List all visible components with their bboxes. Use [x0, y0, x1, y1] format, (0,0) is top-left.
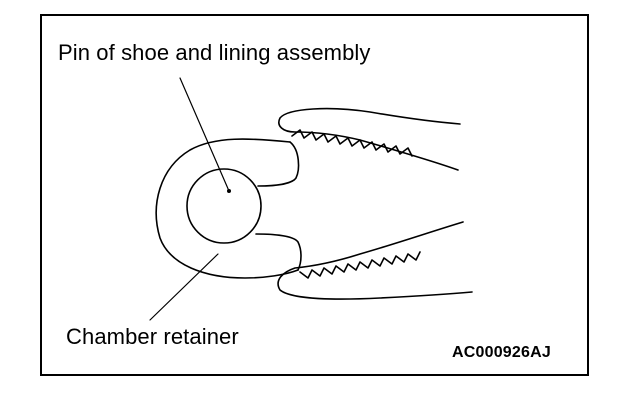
pin-circle — [186, 168, 262, 244]
lower-jaw-outline — [277, 221, 473, 300]
chamber-leader-line — [149, 253, 219, 321]
chamber-retainer-neck-upper — [257, 141, 300, 187]
figure-frame — [40, 14, 589, 376]
pin-leader-line — [179, 77, 230, 192]
lower-jaw-teeth — [299, 251, 421, 279]
pin-callout-label: Pin of shoe and lining assembly — [58, 40, 371, 65]
figure-code: AC000926AJ — [452, 344, 551, 361]
upper-jaw-outline — [278, 107, 461, 171]
chamber-callout-label: Chamber retainer — [66, 324, 239, 349]
chamber-retainer-outline — [155, 138, 299, 279]
upper-jaw-teeth — [291, 129, 413, 157]
chamber-retainer-neck-lower — [255, 233, 302, 271]
